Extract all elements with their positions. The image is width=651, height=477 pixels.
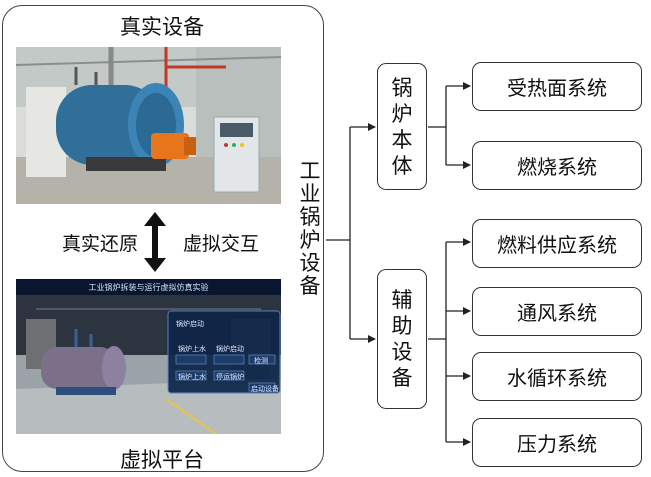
virtual-platform-screenshot: 工业锅炉拆装与运行虚拟仿真实验 锅炉启动 锅炉上水 锅炉启动 检测 锅炉上水 停… <box>16 279 281 434</box>
virtual-button-1-caption: 锅炉上水 <box>178 345 206 353</box>
left-panel <box>2 5 324 472</box>
virtual-button-3[interactable]: 检测 <box>254 357 268 365</box>
virtual-button-4[interactable]: 锅炉上水 <box>178 373 206 381</box>
virtual-button-2-caption: 锅炉启动 <box>216 345 244 353</box>
virtual-scene-illustration <box>16 279 281 434</box>
leaf-ventilation-system: 通风系统 <box>472 287 642 336</box>
group-auxiliary-equipment-label: 辅助设备 <box>391 288 413 390</box>
interaction-label: 虚拟交互 <box>182 233 259 255</box>
center-label-text: 工业锅炉设备 <box>299 159 321 298</box>
group-boiler-body-label: 锅炉本体 <box>391 75 413 178</box>
leaf-fuel-supply-system: 燃料供应系统 <box>472 219 642 268</box>
group-auxiliary-equipment: 辅助设备 <box>377 269 427 409</box>
leaf-water-circulation-system: 水循环系统 <box>472 352 642 401</box>
leaf-heating-surface-system: 受热面系统 <box>472 62 642 111</box>
virtual-dialog-title: 锅炉启动 <box>176 320 204 328</box>
virtual-button-6[interactable]: 启动设备 <box>251 385 279 393</box>
real-equipment-title: 真实设备 <box>120 15 204 39</box>
leaf-combustion-system: 燃烧系统 <box>472 141 642 190</box>
virtual-button-5[interactable]: 停运锅炉 <box>216 373 244 381</box>
leaf-pressure-system: 压力系统 <box>472 418 642 467</box>
group-boiler-body: 锅炉本体 <box>377 63 427 190</box>
real-boiler-illustration <box>16 47 281 204</box>
virtual-platform-title: 虚拟平台 <box>120 448 204 472</box>
virtual-header: 工业锅炉拆装与运行虚拟仿真实验 <box>88 283 209 292</box>
real-boiler-photo <box>16 47 281 204</box>
center-label: 工业锅炉设备 <box>298 160 322 298</box>
double-arrow-icon <box>144 212 166 272</box>
restore-label: 真实还原 <box>61 233 138 255</box>
